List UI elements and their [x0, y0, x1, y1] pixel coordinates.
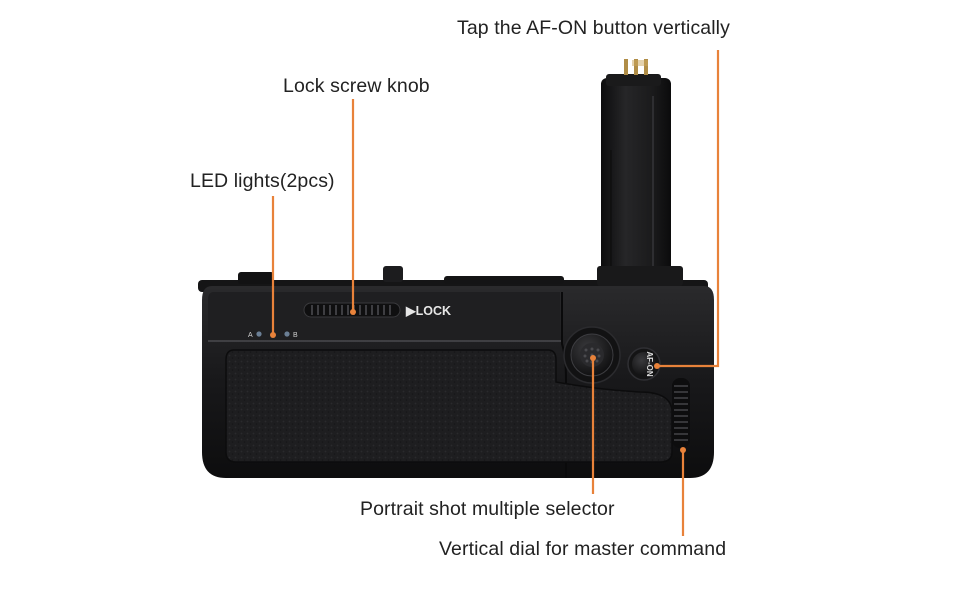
callout-dot-lock-knob: [350, 309, 356, 315]
led-b-light: [284, 331, 290, 337]
led-a-light: [256, 331, 262, 337]
vertical-command-dial: [672, 378, 690, 448]
battery-tower: [601, 59, 671, 288]
callout-dot-dial: [680, 447, 686, 453]
lock-marking: ▶LOCK: [405, 304, 451, 318]
label-dial: Vertical dial for master command: [439, 538, 727, 560]
label-selector: Portrait shot multiple selector: [360, 498, 615, 520]
af-on-marking: AF-ON: [645, 351, 654, 377]
label-af-on: Tap the AF-ON button vertically: [457, 17, 730, 39]
callout-line-af-on: [657, 50, 720, 368]
grip-body: [202, 286, 714, 478]
callout-dot-af-on: [654, 363, 660, 369]
callout-dot-selector: [590, 355, 596, 361]
callout-dot-led: [270, 332, 276, 338]
label-led: LED lights(2pcs): [190, 170, 335, 192]
led-a-marking: A: [248, 332, 253, 339]
label-lock-knob: Lock screw knob: [283, 75, 430, 97]
callout-lines: [271, 50, 720, 536]
led-b-marking: B: [293, 332, 298, 339]
multi-selector: [563, 326, 621, 384]
af-on-button: [627, 347, 661, 381]
